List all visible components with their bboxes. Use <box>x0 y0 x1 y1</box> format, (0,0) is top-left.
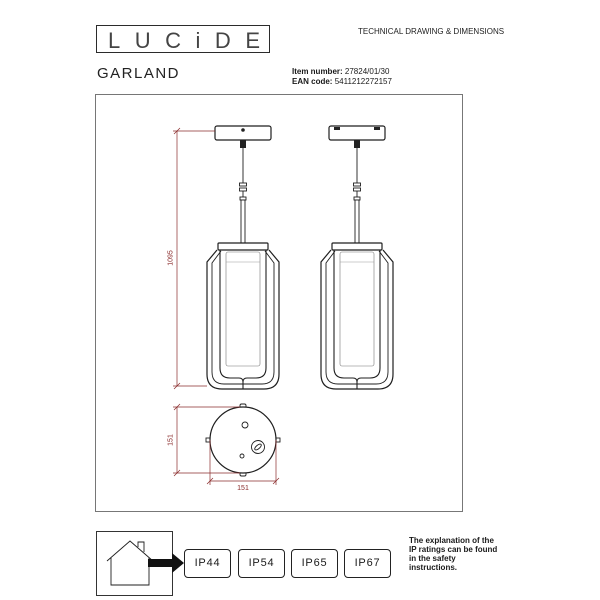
dimension-tick <box>173 469 181 477</box>
ip-rating-badge: IP44 <box>184 549 231 578</box>
ip-rating-badge: IP65 <box>291 549 338 578</box>
ceiling-canopy-front <box>214 125 272 141</box>
brand-logo: LUCiDE <box>96 25 270 53</box>
cable-joint <box>239 182 247 187</box>
lantern-cap <box>217 242 269 251</box>
screw-slot <box>254 443 262 451</box>
dimension-tick <box>272 477 280 485</box>
ean-code-value: 5411212272157 <box>334 77 392 86</box>
height-dimension: 1095 <box>168 127 215 390</box>
side-view <box>320 125 394 390</box>
ip-rating-badge: IP54 <box>238 549 285 578</box>
ip-rating-note: The explanation of the IP ratings can be… <box>409 536 497 572</box>
cage-front-bar-left <box>333 250 358 389</box>
glass-tube <box>225 251 261 367</box>
ean-code-label: EAN code: <box>292 77 333 86</box>
brand-logo-text: LUCiDE <box>108 28 260 52</box>
cable-joint <box>353 187 361 192</box>
drawing-frame <box>95 94 463 512</box>
cage-front-bar-right <box>242 250 267 383</box>
width-dimension-label: 151 <box>237 485 249 492</box>
stem-connector <box>240 140 246 148</box>
cable-joint <box>239 187 247 192</box>
ip-note-line: in the safety <box>409 554 456 563</box>
suspension-tube <box>240 199 246 244</box>
cage-inner-frame <box>325 250 389 385</box>
location-icon-box <box>96 531 184 596</box>
stem-connector <box>354 140 360 148</box>
height-dimension-label: 1095 <box>168 250 175 266</box>
house-icon <box>106 540 154 586</box>
product-name: GARLAND <box>97 65 181 82</box>
fixing-screw <box>251 440 265 454</box>
cage-outer-frame <box>320 249 394 390</box>
canopy-top-view <box>205 403 281 477</box>
canopy-bracket-mark <box>374 127 380 130</box>
ip-note-line: IP ratings can be found <box>409 545 498 554</box>
cage-front-bar-right <box>356 250 381 383</box>
ip-note-line: The explanation of the <box>409 536 494 545</box>
depth-dimension-label: 151 <box>168 434 175 446</box>
depth-dimension: 151 <box>168 403 240 477</box>
canopy-outline <box>209 406 277 474</box>
arrow-right-icon <box>148 553 184 573</box>
cable-joint <box>353 182 361 187</box>
dimension-tick <box>206 477 214 485</box>
pendant-body-front <box>206 140 280 390</box>
item-number: Item number: 27824/01/30 <box>292 67 389 77</box>
width-dimension: 151 <box>206 440 280 492</box>
cage-front-bar-left <box>219 250 244 389</box>
glass-tube <box>339 251 375 367</box>
dimension-tick <box>173 127 181 135</box>
top-view: 151 151 <box>168 403 281 492</box>
mounting-hole <box>241 421 249 429</box>
ean-code: EAN code: 5411212272157 <box>292 77 392 87</box>
item-number-label: Item number: <box>292 67 343 76</box>
cage-outer-frame <box>206 249 280 390</box>
suspension-tube <box>354 199 360 244</box>
canopy-screw <box>241 128 245 132</box>
pendant-body-side <box>320 140 394 390</box>
cage-inner-frame <box>211 250 275 385</box>
document-title: TECHNICAL DRAWING & DIMENSIONS <box>358 27 505 36</box>
dimension-tick <box>173 382 181 390</box>
ceiling-canopy-side <box>328 125 386 141</box>
cable-hole <box>239 453 245 459</box>
lantern-cap <box>331 242 383 251</box>
dimension-tick <box>173 403 181 411</box>
ip-note-line: instructions. <box>409 563 458 572</box>
canopy-bracket-mark <box>334 127 340 130</box>
front-view <box>206 125 280 390</box>
item-number-value: 27824/01/30 <box>344 67 390 76</box>
ip-rating-badge: IP67 <box>344 549 391 578</box>
